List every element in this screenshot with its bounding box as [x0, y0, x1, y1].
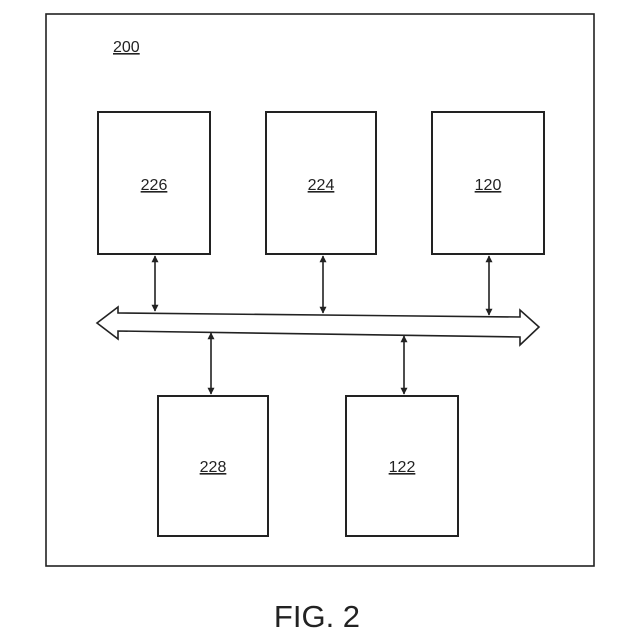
block-226-label: 226: [141, 177, 168, 194]
block-120-label: 120: [475, 177, 502, 194]
shared-bus-double-arrow: [97, 307, 539, 345]
block-120: 120: [432, 112, 544, 254]
block-228: 228: [158, 396, 268, 536]
block-122: 122: [346, 396, 458, 536]
block-224: 224: [266, 112, 376, 254]
block-224-label: 224: [308, 177, 335, 194]
block-122-label: 122: [389, 459, 416, 476]
block-226: 226: [98, 112, 210, 254]
system-boundary: [46, 14, 594, 566]
figure-caption: FIG. 2: [274, 599, 360, 634]
system-reference-label: 200: [113, 39, 140, 56]
block-228-label: 228: [200, 459, 227, 476]
